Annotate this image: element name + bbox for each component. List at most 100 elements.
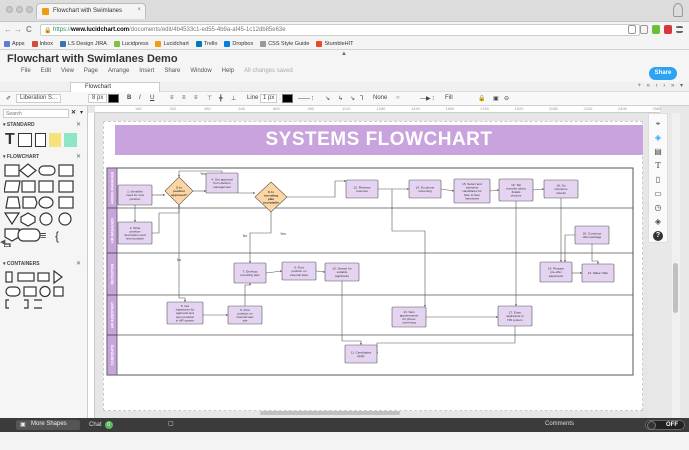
connector-line[interactable] [440,188,455,192]
process-node[interactable] [117,221,153,245]
text-color-swatch[interactable] [108,94,119,103]
note-shape-icon[interactable] [35,133,46,147]
waypoint-icon[interactable]: ○ [396,95,400,101]
bookmark-item[interactable]: Trello [195,40,217,47]
browser-user-icon[interactable] [673,3,683,17]
tab-close-icon[interactable]: × [137,7,141,13]
shape-search-input[interactable] [3,109,69,118]
decision-node[interactable] [164,176,194,206]
bookmark-item[interactable]: Dropbox [224,40,253,47]
process-node[interactable] [344,344,378,364]
connector-line[interactable] [287,180,346,198]
collapse-panel-icon[interactable]: ◀ [0,239,6,246]
connector-curve-icon[interactable]: ↳ [338,96,344,102]
section-containers-header[interactable]: ▾ CONTAINERS [3,261,40,267]
menu-item[interactable]: Insert [139,68,155,74]
bold-button[interactable]: B [127,95,132,101]
share-button[interactable]: Share [649,67,677,80]
comments-button[interactable]: Comments [545,421,575,427]
bookmark-item[interactable]: Lucidpress [113,40,148,47]
process-node[interactable] [233,262,267,284]
process-node[interactable] [581,263,615,283]
text-shape-icon[interactable]: T [5,131,15,148]
process-node[interactable] [281,261,317,281]
connector-straight-icon[interactable]: ↘ [350,96,356,102]
back-icon[interactable]: ← [4,25,12,34]
process-node[interactable] [227,305,263,325]
cursor-icon[interactable]: ⌖ [655,119,661,128]
colored-block-icon[interactable] [64,133,77,147]
align-right-icon[interactable]: ≡ [194,95,198,101]
line-style-select[interactable]: —— ⁝ [298,96,314,102]
bookmark-item[interactable]: CSS Style Guide [260,40,309,47]
section-flowchart-header[interactable]: ▾ FLOWCHART [3,154,40,160]
fill-icon[interactable]: ◈ [654,133,662,142]
reload-icon[interactable]: C [26,25,32,34]
process-node[interactable] [166,301,204,325]
connector-none-icon[interactable]: ⅂ [360,96,364,102]
vertical-scroll-thumb[interactable] [673,263,678,313]
comment-icon[interactable]: ▭ [654,189,662,198]
extension-icon[interactable] [652,25,660,34]
arrow-end-select[interactable]: —▶ ⁝ [420,96,435,102]
line-color-swatch[interactable] [282,94,293,103]
menu-item[interactable]: Arrange [107,68,130,74]
connector-line[interactable] [341,281,362,345]
align-center-icon[interactable]: ≡ [182,95,186,101]
forward-icon[interactable]: → [14,25,22,34]
font-family-select[interactable]: Liberation S... [16,94,62,103]
menu-item[interactable]: View [61,68,74,74]
history-icon[interactable]: ◷ [654,203,662,212]
layers-icon[interactable]: ◈ [654,217,662,226]
search-options-icon[interactable]: ▾ [80,110,84,116]
menu-item[interactable]: Share [164,68,181,74]
more-shapes-button[interactable]: ▣ More Shapes [16,420,80,430]
browser-tab[interactable]: Flowchart with Swimlanes × [36,3,146,19]
text-valign-middle-icon[interactable]: ╋ [219,96,223,102]
menu-item[interactable]: Page [83,68,98,74]
connector-line[interactable] [265,270,283,274]
bookmark-item[interactable]: Inbox [31,40,53,47]
fill-label[interactable]: Fill [445,95,453,101]
help-icon[interactable]: ? [653,231,663,241]
close-section-icon[interactable]: ✕ [75,154,81,160]
menu-item[interactable]: File [21,68,31,74]
url-bar[interactable]: 🔒 https://www.lucidchart.com/documents/e… [40,24,640,36]
connector-line[interactable] [178,170,223,177]
clear-search-icon[interactable]: ✕ [71,110,77,116]
text-icon[interactable]: T [655,161,661,170]
image-icon[interactable]: ▤ [654,147,662,156]
connector-line[interactable] [564,234,575,262]
page-navigation[interactable]: + « ‹ › » ▾ [637,83,685,89]
comments-toggle[interactable]: OFF [645,420,685,430]
connector-elbow-icon[interactable]: ↘ [325,96,331,102]
process-node[interactable] [543,179,579,199]
minimize-window-button[interactable] [16,6,23,13]
collapse-header-icon[interactable]: ▲ [341,51,347,57]
format-painter-icon[interactable]: ✐ [6,96,12,102]
connector-line[interactable] [249,212,272,263]
process-node[interactable] [498,178,534,202]
close-section-icon[interactable]: ✕ [75,261,81,267]
menu-item[interactable]: Edit [40,68,52,74]
pocket-icon[interactable] [664,25,672,34]
menu-item[interactable]: Help [221,68,235,74]
menu-item[interactable]: Window [190,68,212,74]
link-icon[interactable]: ⊖ [504,96,510,102]
close-window-button[interactable] [6,6,13,13]
font-size-select[interactable]: 8 px [88,94,108,103]
italic-button[interactable]: I [139,95,141,101]
line-width-select[interactable]: 1 px [260,94,278,103]
horizontal-scroll-thumb[interactable] [260,411,400,415]
align-left-icon[interactable]: ≡ [170,95,174,101]
menu-icon[interactable] [676,26,683,33]
arrow-start-select[interactable]: None [373,95,388,101]
page-icon[interactable]: ▯ [655,175,661,184]
connector-line[interactable] [178,205,186,302]
text-valign-top-icon[interactable]: ⊤ [207,96,213,102]
process-node[interactable] [117,184,153,206]
process-node[interactable] [497,305,533,327]
section-standard-header[interactable]: ▾ STANDARD [3,122,35,128]
process-node[interactable] [345,179,379,199]
